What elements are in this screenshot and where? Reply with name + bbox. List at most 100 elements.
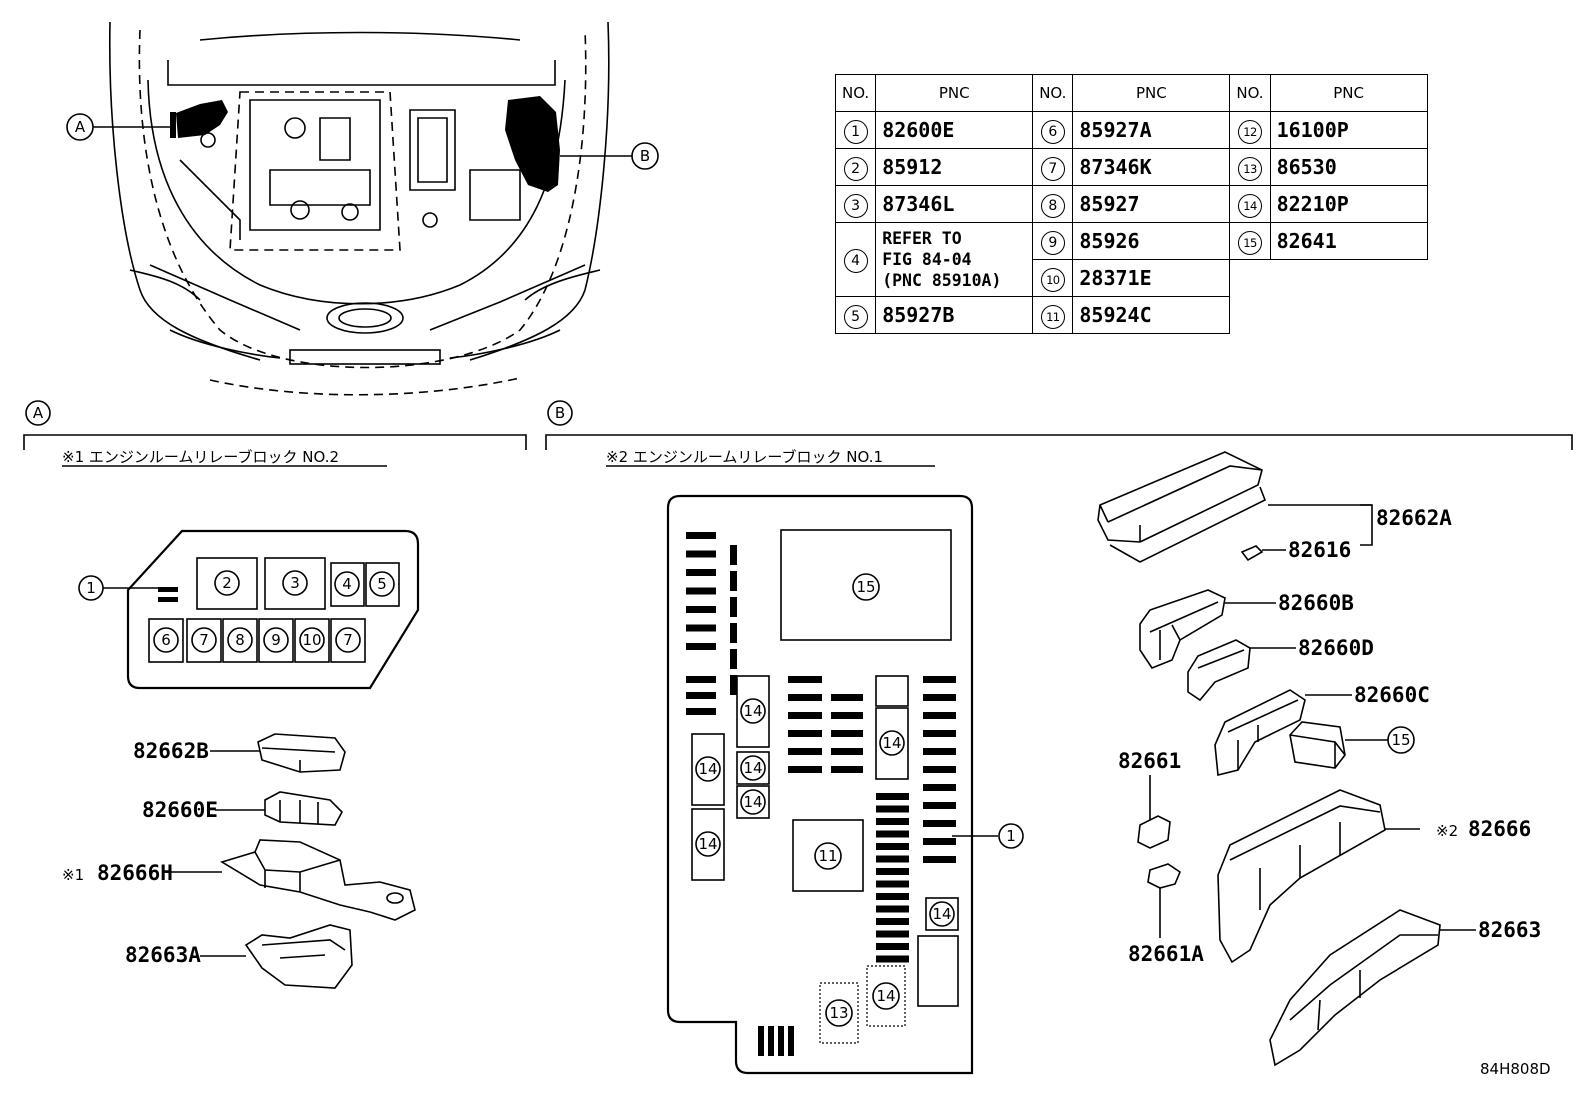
fuse-slot <box>923 784 956 791</box>
block-a-leader-number: 1 <box>86 579 96 597</box>
slot-9: 9 <box>271 631 281 649</box>
fuse-slot <box>686 708 716 715</box>
callout-a-label: A <box>75 118 86 136</box>
fuse-slot <box>730 597 737 617</box>
section-a-header: A ※1 エンジンルームリレーブロック NO.2 <box>23 400 527 467</box>
pnc-value: 82600E <box>875 111 1034 149</box>
part-number: 8 <box>1040 193 1065 218</box>
part-number: 14 <box>1237 193 1262 218</box>
fuse-slot <box>876 855 909 863</box>
pnc-value: 28371E <box>1072 259 1231 297</box>
callout-a: A <box>66 113 172 141</box>
fuse-slot <box>686 606 716 613</box>
slot-12: 13 <box>829 1004 848 1022</box>
part-number: 12 <box>1237 119 1262 144</box>
fuse-slot <box>730 571 737 591</box>
part-number: 2 <box>843 156 868 181</box>
relay-block-b: 15 14 14 14 14 14 14 14 11 14 13 <box>666 494 1024 1075</box>
parts-a: 82662B 82660E ※1 82666H 82663A <box>62 733 416 989</box>
header-pnc: PNC <box>1269 74 1428 112</box>
engine-bay-overview <box>108 21 610 396</box>
fuse-slot <box>876 943 909 950</box>
fuse-slot <box>923 730 956 737</box>
fuse-slot <box>876 830 909 838</box>
header-no: NO. <box>1229 74 1271 112</box>
pnc-reference-line: REFER TO <box>882 229 962 248</box>
fuse-slot <box>876 868 909 875</box>
fuse-slot <box>831 730 863 737</box>
part-number: 5 <box>843 304 868 329</box>
slot-15: 15 <box>856 578 875 596</box>
pnc-value: 16100P <box>1269 111 1428 149</box>
fuse-slot <box>788 730 822 737</box>
slot-13: 14 <box>876 987 895 1005</box>
part-label: 82661A <box>1128 942 1204 966</box>
fuse-slot <box>788 712 822 719</box>
table-row: 4 REFER TO FIG 84-04 (PNC 85910A) 9 8592… <box>834 222 1428 297</box>
callout-b: B <box>560 142 659 170</box>
section-b-title: ※2 エンジンルームリレーブロック NO.1 <box>606 448 883 466</box>
pnc-value: 87346L <box>875 185 1034 223</box>
fuse-slot <box>831 694 863 701</box>
fuse-slot <box>876 880 909 888</box>
fuse-slot <box>686 532 716 539</box>
fuse-slot <box>788 676 822 683</box>
relay-block-a: 1 2 3 4 5 6 7 8 9 10 7 <box>78 529 420 690</box>
table-row: 5 85927B 11 85924C <box>834 296 1428 334</box>
fuse-slot <box>730 675 737 695</box>
part-label: 82666 <box>1468 817 1531 841</box>
part-label: 82660B <box>1278 591 1354 615</box>
header-no: NO. <box>834 74 877 112</box>
slot-14: 14 <box>698 835 717 853</box>
part-label: 82661 <box>1118 749 1181 773</box>
slot-7: 7 <box>199 631 209 649</box>
fuse-slot <box>923 802 956 809</box>
table-header-row: NO. PNC NO. PNC NO. PNC <box>834 74 1428 112</box>
pnc-reference-line: (PNC 85910A) <box>882 271 1002 290</box>
fuse-slot <box>788 766 822 773</box>
section-a-letter: A <box>33 404 44 422</box>
fuse-slot <box>923 856 956 863</box>
part-prefix: ※2 <box>1436 822 1458 840</box>
slot-14: 14 <box>743 793 762 811</box>
part-label: 82663A <box>125 943 201 967</box>
fuse-slot <box>686 587 716 595</box>
slot-7b: 7 <box>343 631 353 649</box>
fuse-slot <box>686 692 716 699</box>
part-number: 13 <box>1237 156 1262 181</box>
part-number: 15 <box>1237 230 1262 255</box>
fuse-slot <box>686 550 716 558</box>
pnc-reference: REFER TO FIG 84-04 (PNC 85910A) <box>875 222 1034 297</box>
fuse-slot <box>730 623 737 643</box>
part-label: 82666H <box>97 861 173 885</box>
section-b-letter: B <box>555 404 565 422</box>
fuse-slot <box>686 624 716 632</box>
part-label: 82616 <box>1288 538 1351 562</box>
part-number: 3 <box>843 193 868 218</box>
pnc-table: NO. PNC NO. PNC NO. PNC 1 82600E 6 85927… <box>834 74 1428 334</box>
slot-5: 5 <box>377 575 387 593</box>
fuse-slot <box>923 676 956 683</box>
part-label: 82660D <box>1298 636 1374 660</box>
part-label: 82660E <box>142 798 218 822</box>
fuse-slot <box>831 712 863 719</box>
part-number: 6 <box>1040 119 1065 144</box>
pnc-value: 82641 <box>1269 222 1428 260</box>
header-pnc: PNC <box>875 74 1034 112</box>
fuse-slot <box>876 893 909 900</box>
part-number: 7 <box>1040 156 1065 181</box>
fuse-slot <box>876 905 909 913</box>
table-row: 10 28371E <box>836 259 1428 297</box>
fuse-slot <box>876 918 909 925</box>
fuse-slot <box>876 930 909 938</box>
slot-4: 4 <box>342 575 352 593</box>
slot-3: 3 <box>290 574 300 592</box>
part-number: 11 <box>1040 304 1065 329</box>
fuse-slot <box>788 694 822 701</box>
fuse-slot <box>788 748 822 755</box>
slot-10: 10 <box>302 631 321 649</box>
pnc-reference-line: FIG 84-04 <box>882 250 972 269</box>
fuse-bars <box>686 532 956 963</box>
slot-8: 8 <box>235 631 245 649</box>
